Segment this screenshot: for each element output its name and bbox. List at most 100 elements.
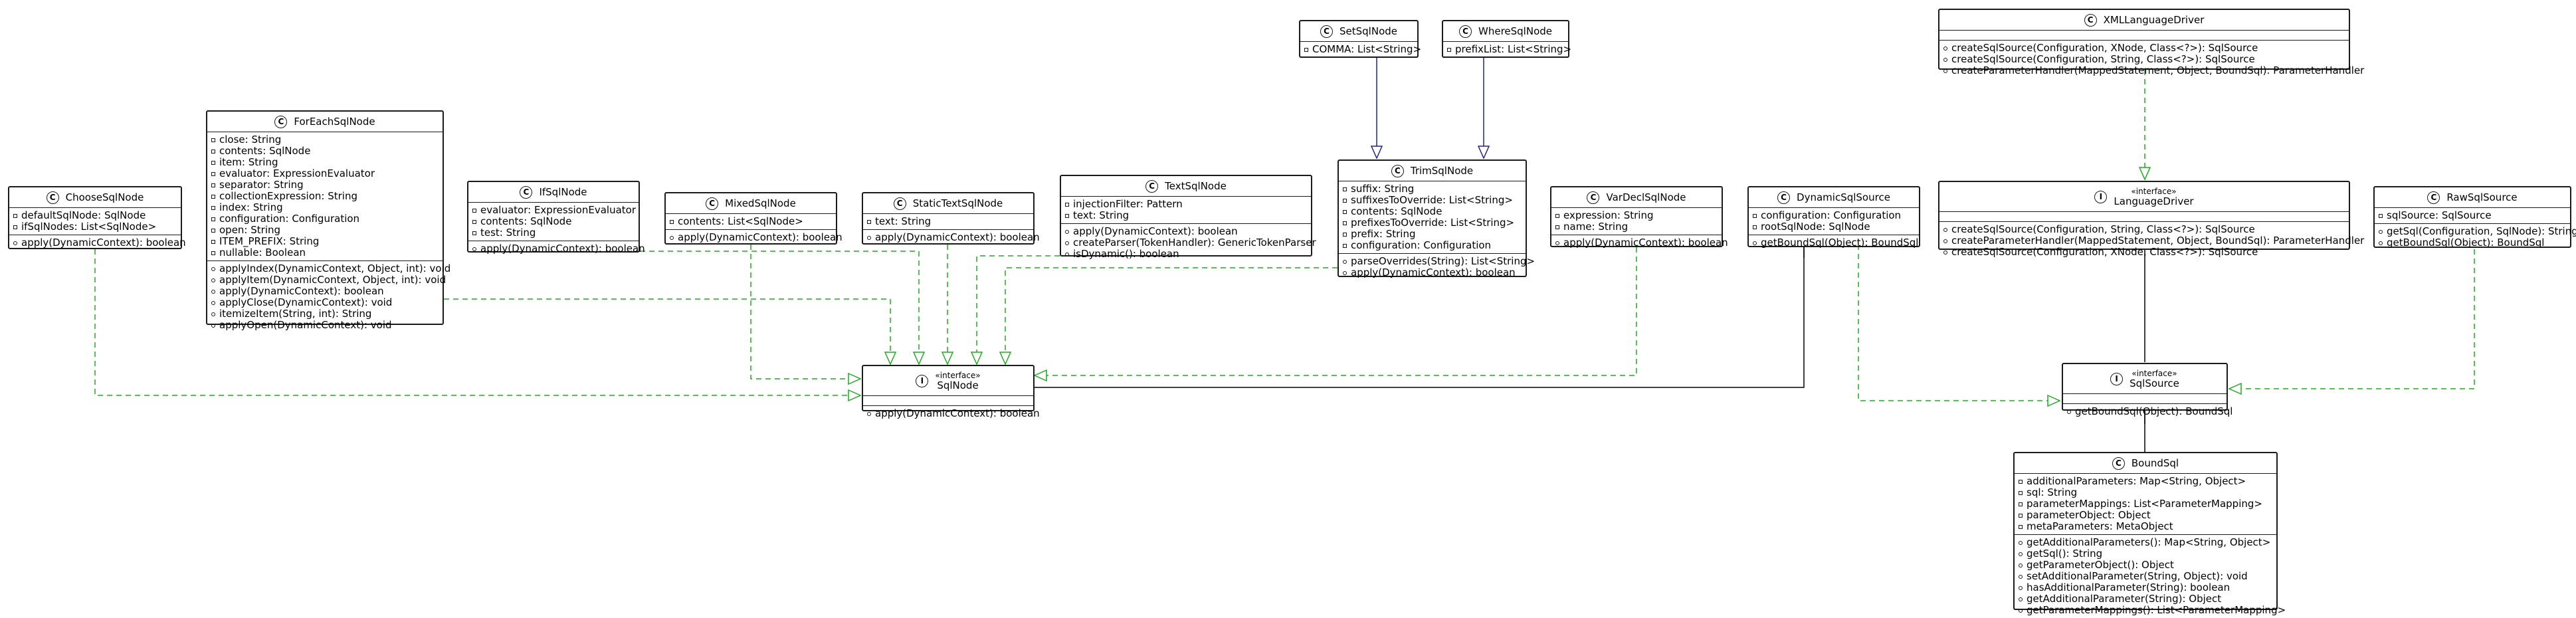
private-visibility-icon: [670, 219, 674, 224]
class-name: VarDeclSqlNode: [1606, 191, 1686, 203]
attribute-text: text: String: [875, 215, 932, 227]
edge-if-realizes-sqlnode: [640, 251, 919, 364]
attribute-row: prefixesToOverride: List<String>: [1343, 217, 1522, 229]
public-visibility-icon: [211, 278, 215, 282]
class-badge-icon: C: [520, 185, 533, 199]
attribute-text: separator: String: [219, 179, 304, 191]
methods-section: createSqlSource(Configuration, String, C…: [1939, 222, 2364, 260]
attribute-row: test: String: [472, 227, 635, 239]
edge-mixed-realizes-sqlnode: [750, 245, 860, 379]
attribute-text: configuration: Configuration: [219, 213, 360, 225]
private-visibility-icon: [211, 239, 215, 244]
class-badge-icon: C: [1320, 25, 1333, 38]
attribute-row: contents: List<SqlNode>: [670, 216, 832, 227]
method-row: applyItem(DynamicContext, Object, int): …: [211, 274, 446, 286]
method-row: applyIndex(DynamicContext, Object, int):…: [211, 263, 450, 274]
class-header: C IfSqlNode: [468, 182, 639, 203]
class-name: StaticTextSqlNode: [912, 197, 1003, 209]
private-visibility-icon: [2379, 213, 2383, 218]
method-row: apply(DynamicContext): boolean: [1343, 267, 1522, 278]
attributes-section: [1939, 31, 2349, 41]
private-visibility-icon: [211, 194, 215, 199]
class-name: LanguageDriver: [2114, 195, 2194, 207]
attribute-text: ifSqlNodes: List<SqlNode>: [21, 221, 157, 233]
attribute-text: name: String: [1563, 221, 1629, 233]
attribute-row: prefix: String: [1343, 229, 1522, 240]
edge-choose-realizes-sqlnode: [94, 249, 860, 395]
class-header: I«interface»SqlNode: [863, 366, 1033, 396]
public-visibility-icon: [1753, 241, 1757, 245]
methods-section: apply(DynamicContext): boolean: [863, 230, 1040, 245]
public-visibility-icon: [211, 323, 215, 328]
methods-section: applyIndex(DynamicContext, Object, int):…: [207, 261, 450, 333]
public-visibility-icon: [1343, 259, 1347, 264]
class-name: IfSqlNode: [539, 185, 587, 198]
edge-dynamic-realizes-sqlsource: [1858, 245, 2060, 401]
public-visibility-icon: [1555, 241, 1559, 245]
method-text: getAdditionalParameters(): Map<String, O…: [2027, 536, 2271, 548]
class-name: RawSqlSource: [2446, 191, 2518, 203]
class-if-sql-node[interactable]: C IfSqlNode evaluator: ExpressionEvaluator…: [467, 181, 645, 255]
method-row: apply(DynamicContext): boolean: [472, 243, 645, 255]
public-visibility-icon: [2019, 608, 2023, 613]
method-text: applyIndex(DynamicContext, Object, int):…: [219, 262, 451, 274]
attribute-row: configuration: Configuration: [211, 213, 439, 225]
interface-badge-icon: I: [2110, 372, 2124, 385]
attributes-section: [863, 396, 1033, 406]
edge-text-realizes-sqlnode: [977, 255, 1060, 364]
method-text: createSqlSource(Configuration, XNode, Cl…: [1951, 42, 2258, 54]
public-visibility-icon: [211, 312, 215, 316]
private-visibility-icon: [1753, 213, 1757, 218]
methods-section: parseOverrides(String): List<String>appl…: [1339, 254, 1535, 280]
method-row: createParameterHandler(MappedStatement, …: [1943, 65, 2364, 76]
public-visibility-icon: [2019, 540, 2023, 545]
public-visibility-icon: [2067, 409, 2071, 414]
method-row: itemizeItem(String, int): String: [211, 308, 439, 320]
class-badge-icon: C: [2112, 457, 2125, 470]
class-name: TrimSqlNode: [1410, 164, 1474, 177]
public-visibility-icon: [1943, 57, 1947, 62]
attribute-text: configuration: Configuration: [1761, 209, 1902, 221]
attribute-text: close: String: [219, 134, 282, 146]
attribute-text: contents: SqlNode: [1351, 205, 1442, 217]
private-visibility-icon: [472, 231, 476, 235]
attribute-row: COMMA: List<String>: [1304, 44, 1421, 55]
class-name: TextSqlNode: [1165, 179, 1227, 192]
method-row: getSql(Configuration, SqlNode): String: [2379, 226, 2576, 237]
class-badge-icon: C: [706, 197, 719, 210]
attributes-section: prefixList: List<String>: [1443, 42, 1571, 58]
private-visibility-icon: [867, 219, 871, 224]
method-text: applyItem(DynamicContext, Object, int): …: [219, 274, 446, 286]
edge-foreach-realizes-sqlnode: [444, 298, 890, 364]
attribute-row: metaParameters: MetaObject: [2019, 521, 2272, 532]
attribute-text: parameterObject: Object: [2027, 509, 2151, 521]
private-visibility-icon: [211, 251, 215, 255]
private-visibility-icon: [1343, 198, 1347, 203]
private-visibility-icon: [1343, 187, 1347, 191]
attribute-text: contents: SqlNode: [480, 215, 572, 227]
